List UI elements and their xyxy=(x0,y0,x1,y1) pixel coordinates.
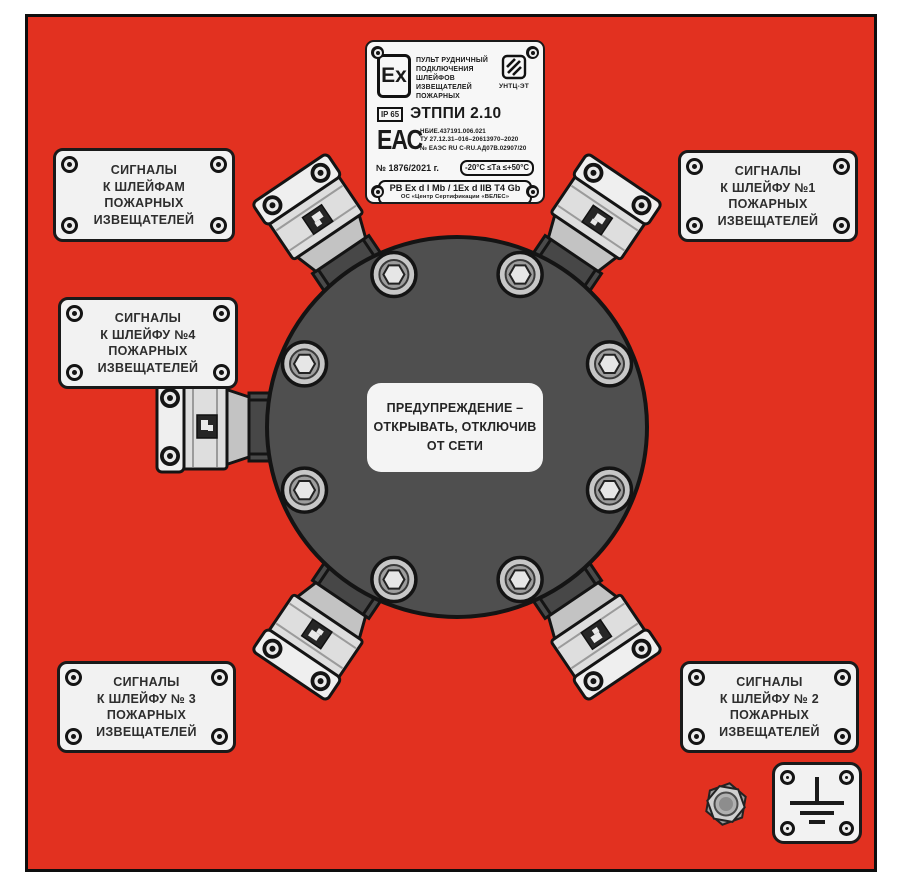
screw-icon xyxy=(211,669,228,686)
screw-icon xyxy=(526,46,539,59)
warning-line: ОТКРЫВАТЬ, ОТКЛЮЧИВ xyxy=(373,420,537,434)
screw-icon xyxy=(66,305,83,322)
screw-icon xyxy=(213,364,230,381)
screw-icon xyxy=(371,46,384,59)
nameplate-title: ПУЛЬТ РУДНИЧНЫЙ ПОДКЛЮЧЕНИЯ ШЛЕЙФОВ ИЗВЕ… xyxy=(416,57,488,100)
screw-icon xyxy=(688,728,705,745)
warning-label: ПРЕДУПРЕЖДЕНИЕ – ОТКРЫВАТЬ, ОТКЛЮЧИВ ОТ … xyxy=(367,383,543,472)
screw-icon xyxy=(61,156,78,173)
screw-icon xyxy=(686,158,703,175)
manufacturer-name: УНТЦ-ЭТ xyxy=(498,83,530,90)
screw-icon xyxy=(213,305,230,322)
ex-mark-icon: Ex xyxy=(377,54,411,98)
plate-text: СИГНАЛЫ К ШЛЕЙФУ №1 ПОЖАРНЫХ ИЗВЕЩАТЕЛЕЙ xyxy=(717,164,819,228)
eac-mark-icon: ЕАС xyxy=(377,124,423,156)
screw-icon xyxy=(833,217,850,234)
ground-stud-nut-icon xyxy=(705,782,747,826)
screw-icon xyxy=(65,669,82,686)
screw-icon xyxy=(833,158,850,175)
earth-ground-icon xyxy=(790,777,844,824)
screw-icon xyxy=(61,217,78,234)
warning-line: ОТ СЕТИ xyxy=(426,439,484,453)
screw-icon xyxy=(210,217,227,234)
screw-icon xyxy=(839,821,854,836)
plate-text: СИГНАЛЫ К ШЛЕЙФУ № 2 ПОЖАРНЫХ ИЗВЕЩАТЕЛЕ… xyxy=(719,675,820,739)
ex-marking-box: РВ Ex d I Mb / 1Ex d IIB T4 Gb ОС «Центр… xyxy=(378,180,532,202)
label-plate-loop-2: СИГНАЛЫ К ШЛЕЙФУ № 2 ПОЖАРНЫХ ИЗВЕЩАТЕЛЕ… xyxy=(680,661,859,753)
screw-icon xyxy=(834,669,851,686)
plate-text: СИГНАЛЫ К ШЛЕЙФУ №4 ПОЖАРНЫХ ИЗВЕЩАТЕЛЕЙ xyxy=(97,311,199,375)
screw-icon xyxy=(371,185,384,198)
screw-icon xyxy=(686,217,703,234)
screw-icon xyxy=(66,364,83,381)
screw-icon xyxy=(65,728,82,745)
plate-text: СИГНАЛЫ К ШЛЕЙФАМ ПОЖАРНЫХ ИЗВЕЩАТЕЛЕЙ xyxy=(93,163,195,227)
warning-line: ПРЕДУПРЕЖДЕНИЕ – xyxy=(386,401,524,415)
label-plate-loops-all: СИГНАЛЫ К ШЛЕЙФАМ ПОЖАРНЫХ ИЗВЕЩАТЕЛЕЙ xyxy=(53,148,235,242)
mounting-panel: ПРЕДУПРЕЖДЕНИЕ – ОТКРЫВАТЬ, ОТКЛЮЧИВ ОТ … xyxy=(25,14,877,872)
screw-icon xyxy=(210,156,227,173)
label-plate-loop-1: СИГНАЛЫ К ШЛЕЙФУ №1 ПОЖАРНЫХ ИЗВЕЩАТЕЛЕЙ xyxy=(678,150,858,242)
cable-gland-west xyxy=(157,382,277,472)
label-plate-loop-3: СИГНАЛЫ К ШЛЕЙФУ № 3 ПОЖАРНЫХ ИЗВЕЩАТЕЛЕ… xyxy=(57,661,236,753)
model-name: ЭТППИ 2.10 xyxy=(410,105,502,122)
nameplate-doc-numbers: НБИЕ.437191.006.021 ТУ 27.12.31–016–2061… xyxy=(420,127,527,152)
manufacturer-logo: УНТЦ-ЭТ xyxy=(493,54,535,90)
screw-icon xyxy=(780,770,795,785)
plate-text: СИГНАЛЫ К ШЛЕЙФУ № 3 ПОЖАРНЫХ ИЗВЕЩАТЕЛЕ… xyxy=(96,675,197,739)
serial-number: № 1876/2021 г. xyxy=(376,163,439,173)
ground-symbol-plate xyxy=(772,762,862,844)
temperature-range-badge: -20°C ≤Tа ≤+50°C xyxy=(460,160,534,176)
screw-icon xyxy=(839,770,854,785)
nameplate: Ex ПУЛЬТ РУДНИЧНЫЙ ПОДКЛЮЧЕНИЯ ШЛЕЙФОВ И… xyxy=(365,40,545,204)
screw-icon xyxy=(526,185,539,198)
screw-icon xyxy=(688,669,705,686)
label-plate-loop-4: СИГНАЛЫ К ШЛЕЙФУ №4 ПОЖАРНЫХ ИЗВЕЩАТЕЛЕЙ xyxy=(58,297,238,389)
ip-rating-badge: IP 65 xyxy=(377,106,404,122)
untc-et-logo-icon xyxy=(501,54,527,80)
screw-icon xyxy=(211,728,228,745)
screw-icon xyxy=(834,728,851,745)
screw-icon xyxy=(780,821,795,836)
